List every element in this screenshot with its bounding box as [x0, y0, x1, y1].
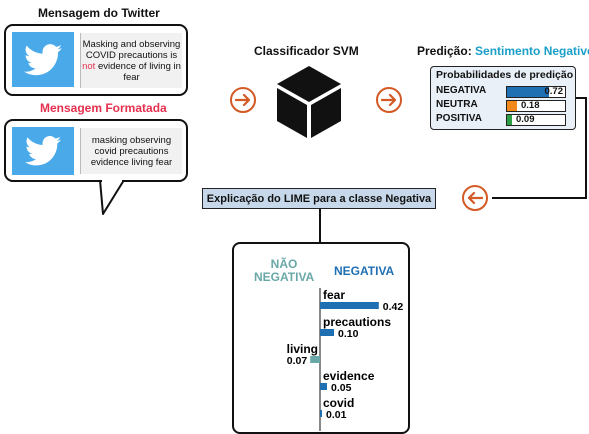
prob-fill [507, 101, 518, 111]
feature-value-covid: 0.01 [326, 409, 347, 421]
circle-arrow-icon [230, 87, 256, 113]
feature-bar-living [310, 356, 320, 363]
not-word: not [82, 60, 96, 72]
twitter-bird-icon [12, 32, 74, 87]
circle-arrow-icon [462, 185, 488, 211]
lime-explanation-label: Explicação do LIME para a classe Negativ… [202, 188, 436, 209]
formatted-bubble: masking observing covid precautions evid… [4, 119, 188, 182]
feature-bar-fear [320, 302, 379, 309]
tweet-text: Masking and observing COVID precautions … [80, 33, 182, 88]
probability-box-title: Probabilidades de predição [436, 69, 574, 81]
feature-label-precautions: precautions [323, 315, 391, 329]
prob-bar-negative: 0.72 [506, 86, 566, 98]
prob-value: 0.09 [516, 114, 535, 125]
feature-value-living: 0.07 [287, 355, 308, 367]
prob-row-neutral: NEUTRA [436, 99, 478, 110]
not-negative-header: NÃO NEGATIVA [254, 257, 315, 284]
twitter-bird-icon [12, 127, 74, 175]
cube-icon [277, 66, 341, 138]
feature-bar-precautions [320, 329, 334, 336]
feature-value-precautions: 0.10 [338, 328, 359, 340]
feature-value-fear: 0.42 [383, 301, 404, 313]
prob-row-negative: NEGATIVA [436, 85, 487, 96]
feature-label-evidence: evidence [323, 369, 375, 383]
prediction-sentiment: Sentimento Negativo [475, 44, 589, 58]
bubble-tail [99, 179, 125, 215]
feature-bar-covid [320, 410, 322, 417]
negative-header: NEGATIVA [334, 264, 395, 278]
feature-label-covid: covid [323, 396, 354, 410]
probability-box: Probabilidades de predição NEGATIVA 0.72… [430, 66, 576, 130]
prob-value: 0.18 [521, 100, 540, 111]
prob-fill [507, 115, 513, 125]
feature-value-evidence: 0.05 [331, 382, 352, 394]
circle-arrow-icon [376, 87, 402, 113]
feature-label-living: living [287, 342, 318, 356]
prediction-title: Predição: Sentimento Negativo [417, 44, 589, 58]
twitter-message-title: Mensagem do Twitter [38, 6, 160, 20]
tweet-bubble: Masking and observing COVID precautions … [4, 24, 188, 96]
tail-joint [102, 179, 122, 182]
prob-bar-neutral: 0.18 [506, 100, 566, 112]
prob-fill [507, 87, 549, 97]
prob-row-positive: POSITIVA [436, 113, 482, 124]
formatted-text: masking observing covid precautions evid… [80, 128, 182, 174]
classifier-title: Classificador SVM [254, 44, 359, 58]
feature-bar-evidence [320, 383, 327, 390]
formatted-message-title: Mensagem Formatada [40, 101, 167, 115]
prob-value: 0.72 [544, 86, 564, 97]
feature-label-fear: fear [323, 288, 345, 302]
lime-panel: NÃO NEGATIVA NEGATIVA fear 0.42 precaution… [232, 242, 410, 434]
prob-bar-positive: 0.09 [506, 114, 566, 126]
